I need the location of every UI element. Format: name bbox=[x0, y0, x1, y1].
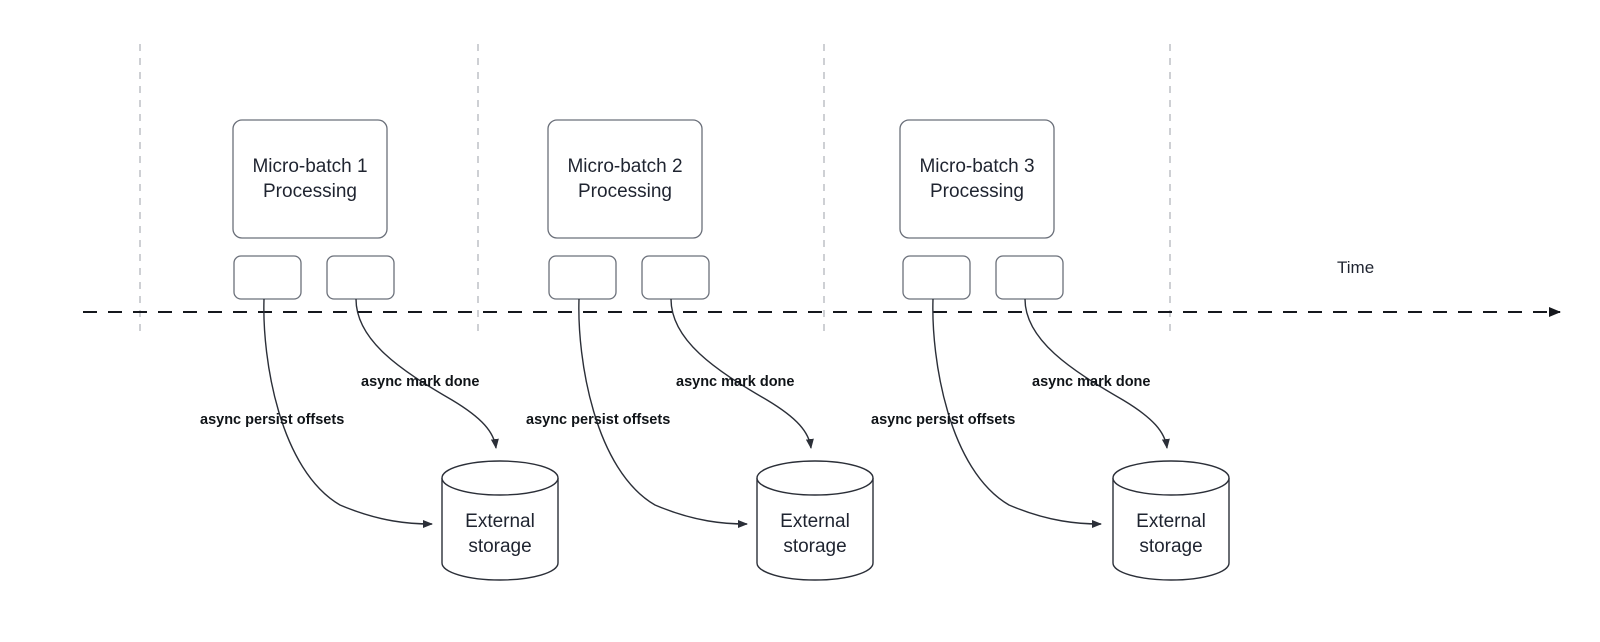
task-box-3-left[interactable] bbox=[902, 255, 971, 300]
micro-batch-label-3-line2: Processing bbox=[930, 181, 1024, 202]
external-storage-label-3-line2: storage bbox=[1139, 536, 1202, 557]
time-axis-label: Time bbox=[1337, 258, 1374, 277]
task-box-1-left[interactable] bbox=[233, 255, 302, 300]
edge-persist-offsets-2 bbox=[578, 298, 748, 528]
group-2: Micro-batch 2 Processing async persist o… bbox=[526, 119, 874, 581]
edge-persist-offsets-1 bbox=[263, 298, 433, 528]
task-box-2-left[interactable] bbox=[548, 255, 617, 300]
edge-mark-done-3 bbox=[1024, 298, 1170, 449]
task-box-1-right[interactable] bbox=[326, 255, 395, 300]
micro-batch-label-2-line2: Processing bbox=[578, 181, 672, 202]
task-box-2-right[interactable] bbox=[641, 255, 710, 300]
edge-label-persist-offsets-3: async persist offsets bbox=[871, 412, 1015, 428]
external-storage-label-3-line1: External bbox=[1136, 511, 1206, 532]
external-storage-cylinder-3[interactable] bbox=[1112, 478, 1230, 581]
edge-label-persist-offsets-1: async persist offsets bbox=[200, 412, 344, 428]
micro-batch-box-1[interactable] bbox=[232, 119, 388, 239]
group-1: Micro-batch 1 Processing async persist o… bbox=[200, 119, 559, 581]
task-box-3-right[interactable] bbox=[995, 255, 1064, 300]
micro-batch-box-2[interactable] bbox=[547, 119, 703, 239]
external-storage-label-2-line1: External bbox=[780, 511, 850, 532]
edge-mark-done-2 bbox=[670, 298, 814, 449]
micro-batch-label-3-line1: Micro-batch 3 bbox=[919, 156, 1034, 177]
external-storage-cylinder-2[interactable] bbox=[756, 478, 874, 581]
edge-label-mark-done-1: async mark done bbox=[361, 374, 479, 390]
external-storage-cylinder-top-1 bbox=[441, 460, 559, 496]
edge-label-mark-done-3: async mark done bbox=[1032, 374, 1150, 390]
timeline-tick-group bbox=[139, 44, 1171, 335]
micro-batch-box-3[interactable] bbox=[899, 119, 1055, 239]
external-storage-label-1-line1: External bbox=[465, 511, 535, 532]
micro-batch-label-1-line2: Processing bbox=[263, 181, 357, 202]
group-3: Micro-batch 3 Processing async persist o… bbox=[871, 119, 1230, 581]
micro-batch-label-1-line1: Micro-batch 1 bbox=[252, 156, 367, 177]
external-storage-cylinder-top-3 bbox=[1112, 460, 1230, 496]
edge-mark-done-1 bbox=[355, 298, 499, 449]
edge-label-persist-offsets-2: async persist offsets bbox=[526, 412, 670, 428]
micro-batch-label-2-line1: Micro-batch 2 bbox=[567, 156, 682, 177]
external-storage-cylinder-top-2 bbox=[756, 460, 874, 496]
edge-label-mark-done-2: async mark done bbox=[676, 374, 794, 390]
edge-persist-offsets-3 bbox=[932, 298, 1102, 528]
external-storage-cylinder-1[interactable] bbox=[441, 478, 559, 581]
external-storage-label-1-line2: storage bbox=[468, 536, 531, 557]
external-storage-label-2-line2: storage bbox=[783, 536, 846, 557]
